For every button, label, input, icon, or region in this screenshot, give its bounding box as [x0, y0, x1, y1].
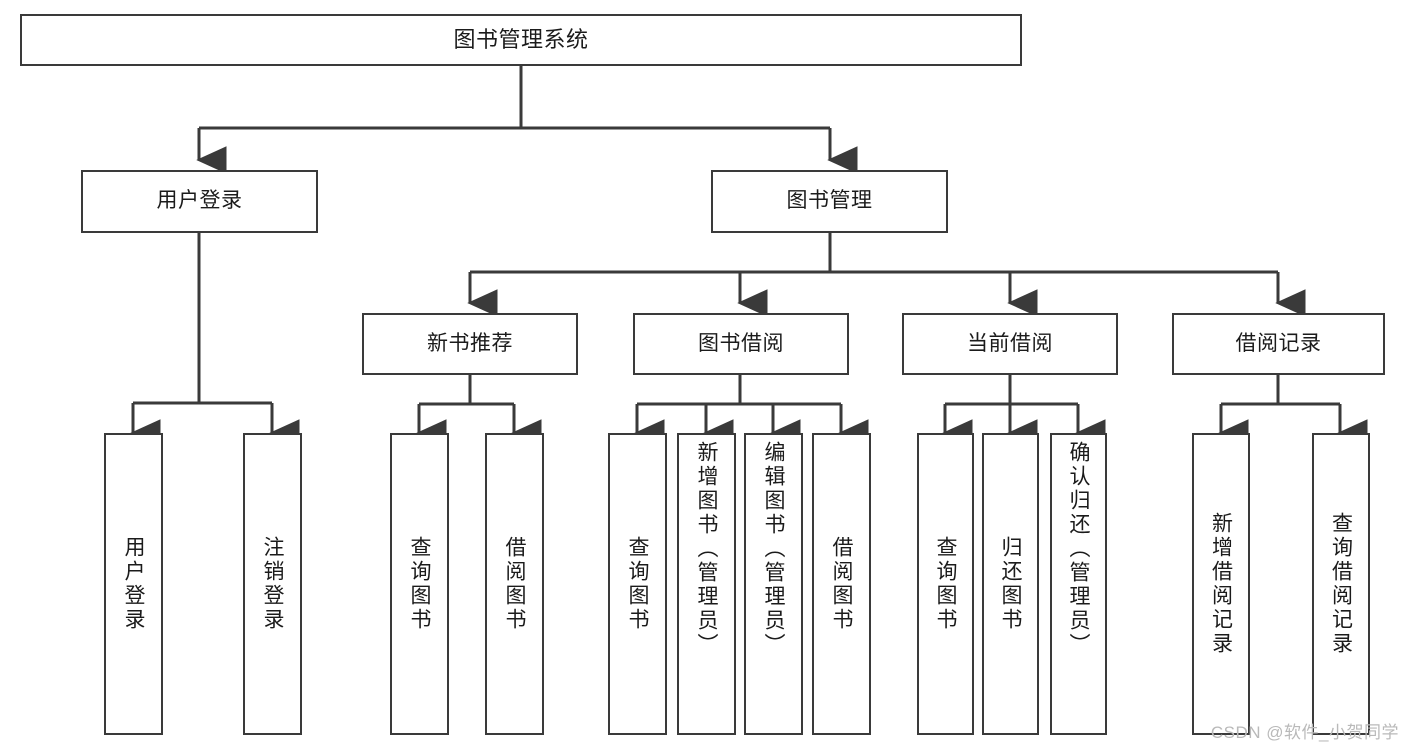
- node-label: 新书推荐: [427, 331, 513, 355]
- node-label: 图书管理: [786, 189, 873, 213]
- node-label: 用户登录: [156, 189, 243, 213]
- node-label: 编辑图书（管理员）: [762, 441, 785, 657]
- node-new-book-recommend[interactable]: 新书推荐: [362, 313, 578, 375]
- node-leaf-logout-login[interactable]: 注销登录: [243, 433, 302, 735]
- node-current-borrow[interactable]: 当前借阅: [902, 313, 1118, 375]
- node-label: 图书借阅: [698, 331, 784, 355]
- node-label: 注销登录: [261, 536, 284, 632]
- node-label: 确认归还（管理员）: [1067, 441, 1090, 657]
- node-leaf-user-login[interactable]: 用户登录: [104, 433, 163, 735]
- node-label: 新增图书（管理员）: [695, 441, 718, 657]
- node-leaf-borrow-book-1[interactable]: 借阅图书: [485, 433, 544, 735]
- node-label: 用户登录: [122, 536, 145, 632]
- node-label: 查询借阅记录: [1329, 512, 1353, 656]
- node-label: 借阅图书: [830, 536, 853, 632]
- node-label: 新增借阅记录: [1209, 512, 1233, 656]
- node-leaf-query-book-2[interactable]: 查询图书: [608, 433, 667, 735]
- node-leaf-query-record[interactable]: 查询借阅记录: [1312, 433, 1370, 735]
- node-leaf-query-book-3[interactable]: 查询图书: [917, 433, 974, 735]
- node-borrow-record[interactable]: 借阅记录: [1172, 313, 1385, 375]
- node-label: 查询图书: [626, 536, 649, 632]
- node-leaf-return-book[interactable]: 归还图书: [982, 433, 1039, 735]
- node-label: 当前借阅: [967, 331, 1053, 355]
- node-leaf-add-book[interactable]: 新增图书（管理员）: [677, 433, 736, 735]
- node-leaf-borrow-book-2[interactable]: 借阅图书: [812, 433, 871, 735]
- node-book-borrow[interactable]: 图书借阅: [633, 313, 849, 375]
- node-label: 查询图书: [408, 536, 431, 632]
- node-label: 归还图书: [999, 536, 1022, 632]
- node-user-login[interactable]: 用户登录: [81, 170, 318, 233]
- node-leaf-confirm-return[interactable]: 确认归还（管理员）: [1050, 433, 1107, 735]
- node-leaf-add-record[interactable]: 新增借阅记录: [1192, 433, 1250, 735]
- node-label: 查询图书: [934, 536, 957, 632]
- node-root-图书管理系统[interactable]: 图书管理系统: [20, 14, 1022, 66]
- node-leaf-edit-book[interactable]: 编辑图书（管理员）: [744, 433, 803, 735]
- node-leaf-query-book-1[interactable]: 查询图书: [390, 433, 449, 735]
- node-label: 图书管理系统: [453, 27, 589, 53]
- node-book-manage[interactable]: 图书管理: [711, 170, 948, 233]
- node-label: 借阅图书: [503, 536, 526, 632]
- node-label: 借阅记录: [1235, 331, 1322, 355]
- watermark-text: CSDN @软件_小贺同学: [1210, 723, 1399, 742]
